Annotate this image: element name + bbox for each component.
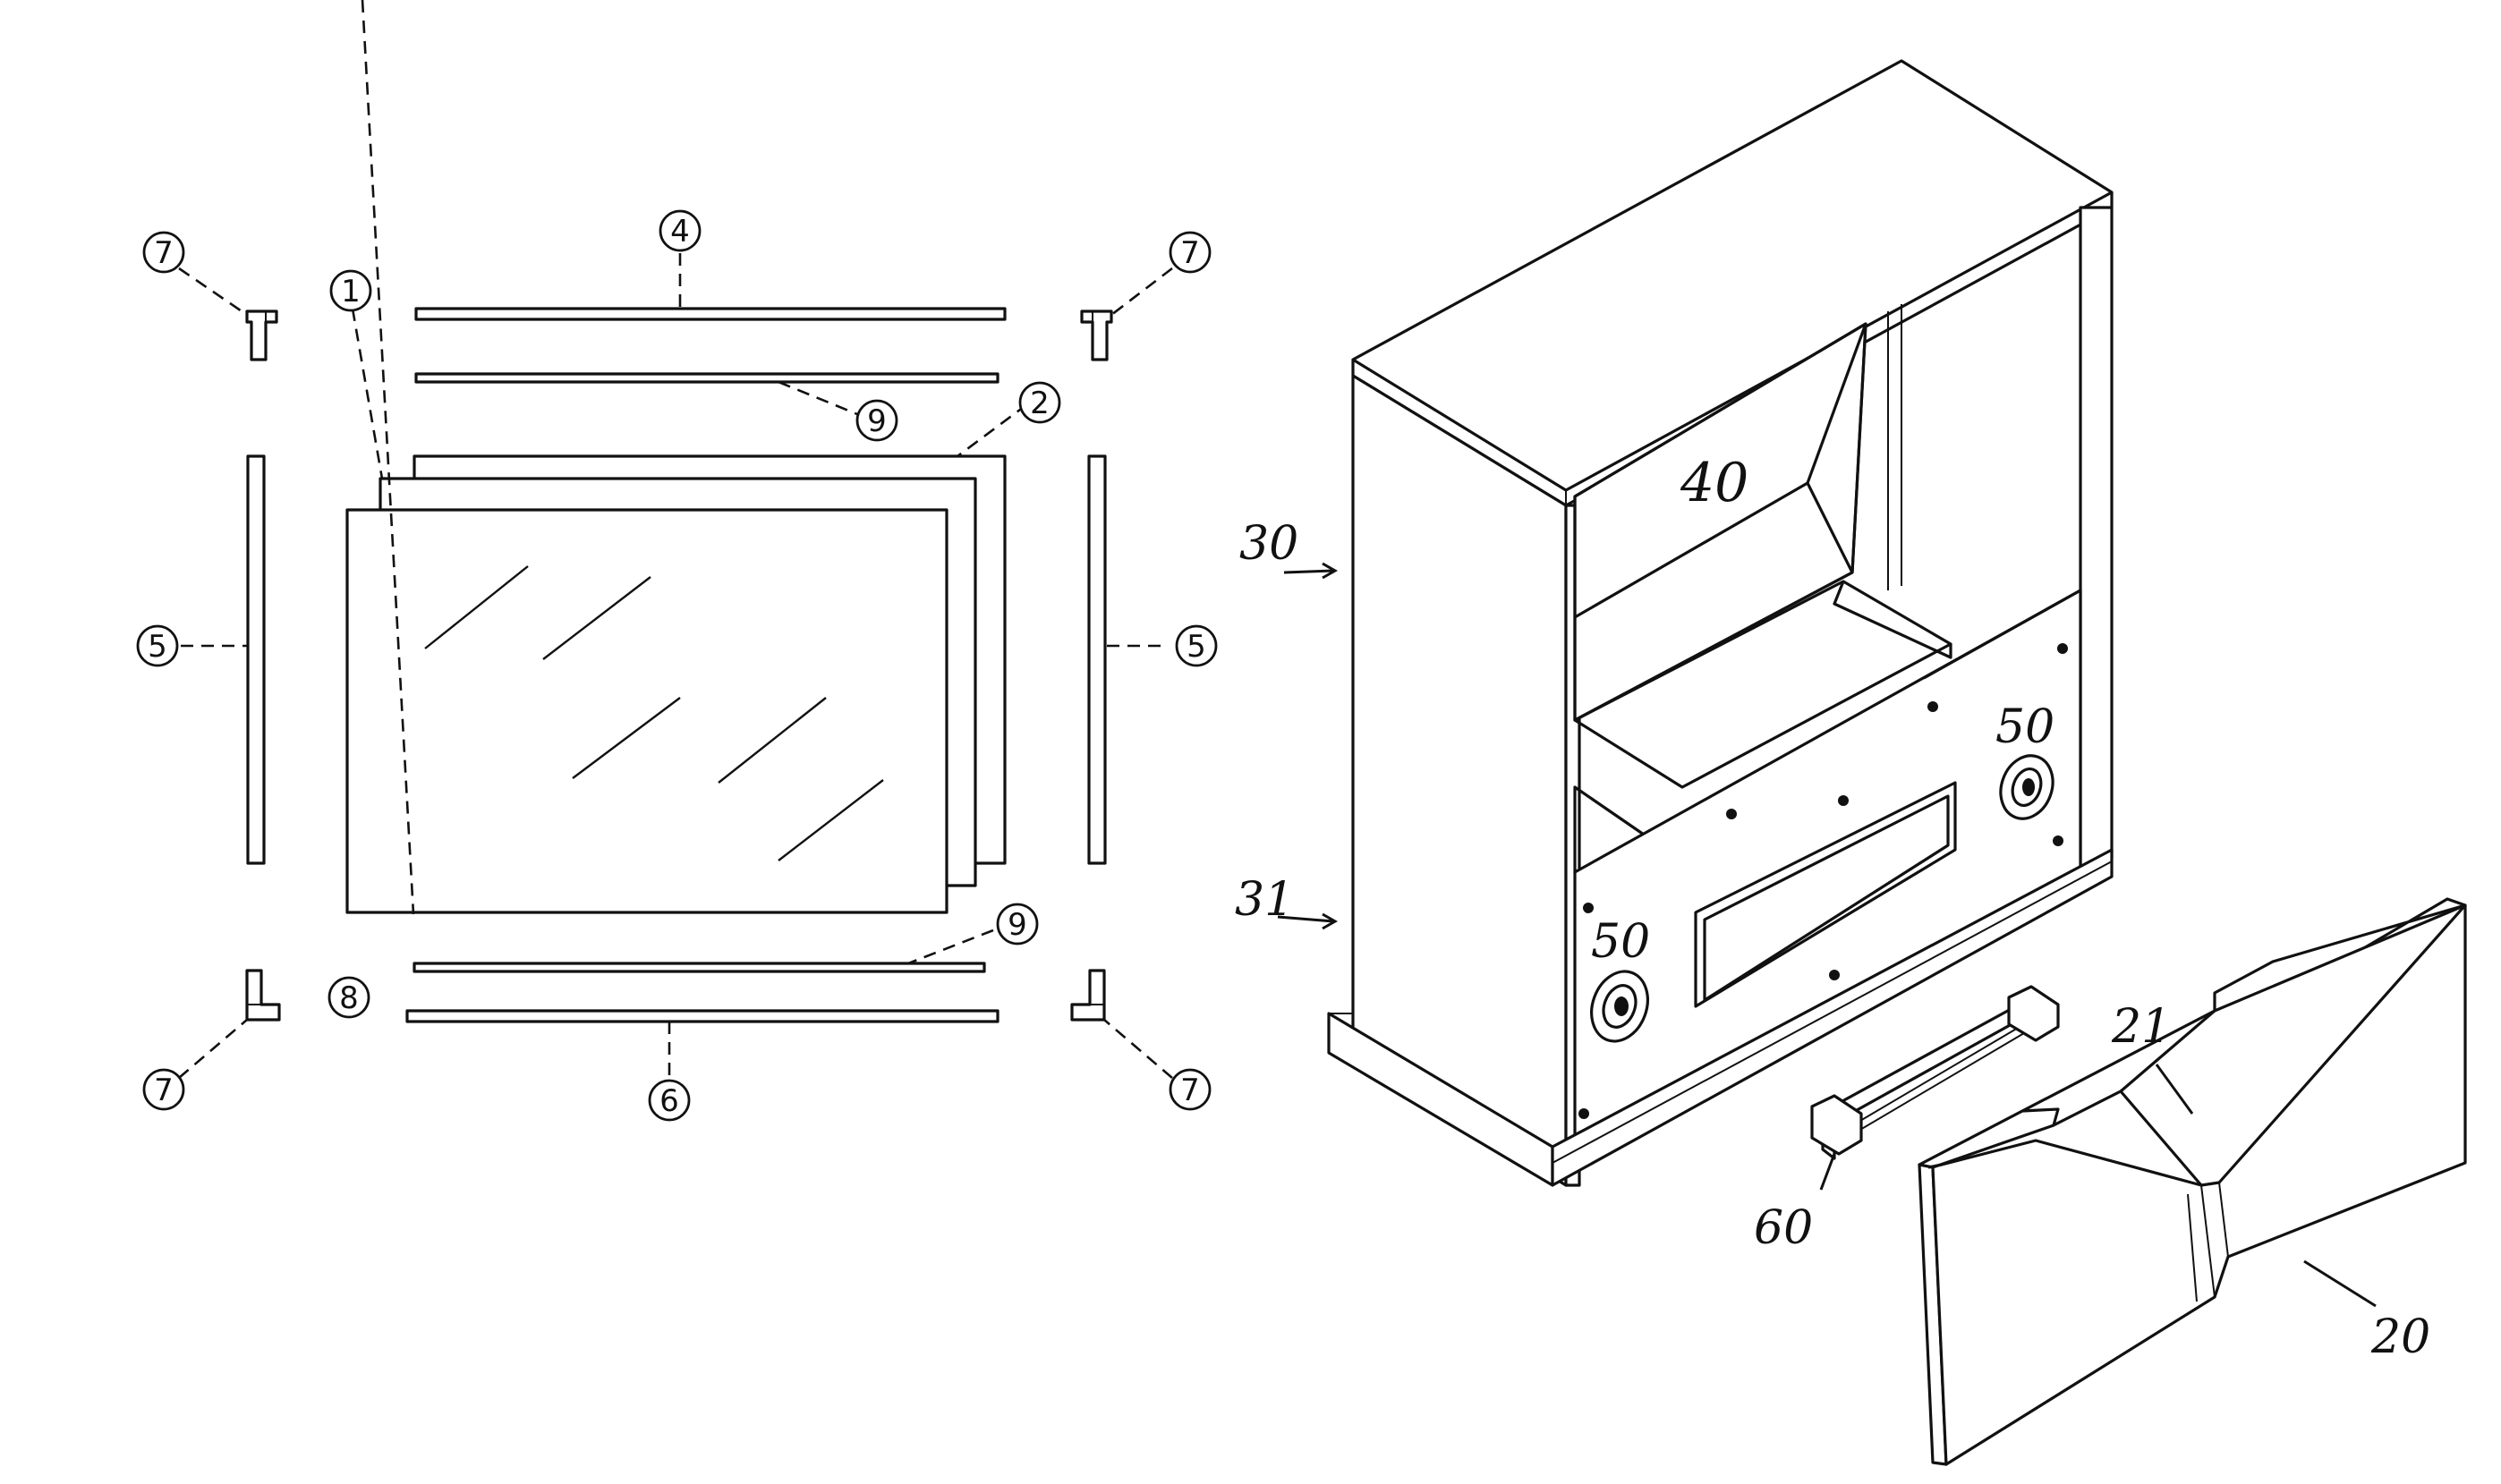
- callout-4: 4: [659, 209, 702, 252]
- callout-9-text: 9: [867, 403, 887, 439]
- callout-9-text: 9: [1008, 907, 1027, 943]
- right-rail-5: [1087, 454, 1107, 865]
- cabinet-housing: [1327, 59, 2114, 1187]
- top-rail-4: [414, 307, 1007, 321]
- corner-bracket-top-right: [1080, 310, 1113, 361]
- screw-holes: [1578, 643, 2068, 1119]
- screen-assembly: 7 7 7 7 1 4 9 2: [136, 0, 1218, 1122]
- corner-bracket-top-left: [245, 310, 278, 361]
- bottom-gasket-9: [413, 962, 986, 973]
- label-21: 21: [2111, 1000, 2171, 1054]
- callout-1: 1: [329, 269, 372, 312]
- stand-20: [1918, 897, 2467, 1466]
- handwritten-labels: 30 31 40 50 50 21 20 60: [1235, 452, 2430, 1364]
- label-30: 30: [1239, 517, 1298, 571]
- label-20: 20: [2370, 1310, 2430, 1364]
- callout-8: 8: [328, 976, 370, 1019]
- callout-6: 6: [648, 1079, 691, 1122]
- callout-7-bottom-left: 7: [142, 1068, 185, 1111]
- left-rail-5: [246, 454, 266, 865]
- callout-4-text: 4: [670, 214, 690, 250]
- callout-7-text: 7: [1180, 1073, 1200, 1108]
- bottom-rail-6: [405, 1009, 1000, 1023]
- label-50-right: 50: [1995, 700, 2054, 754]
- callout-5-right: 5: [1175, 624, 1218, 667]
- speaker-right: [1999, 754, 2054, 820]
- callout-5-text: 5: [1187, 629, 1206, 665]
- callout-6-text: 6: [659, 1083, 679, 1119]
- callout-2-text: 2: [1030, 386, 1050, 421]
- top-gasket-9: [414, 372, 1000, 384]
- callout-5-left: 5: [136, 624, 179, 667]
- callout-8-text: 8: [339, 980, 359, 1016]
- corner-bracket-bottom-left: [245, 969, 281, 1022]
- callout-9-top: 9: [855, 399, 898, 442]
- callout-7-bottom-right: 7: [1169, 1068, 1212, 1111]
- label-60: 60: [1754, 1201, 1813, 1255]
- leader-lines: [178, 0, 1173, 1079]
- front-opening: [1694, 781, 1957, 1008]
- corner-bracket-bottom-right: [1070, 969, 1106, 1022]
- speaker-left: [1590, 970, 1649, 1043]
- cabinet-right-upright: [2079, 206, 2114, 874]
- callout-7-text: 7: [1180, 235, 1200, 271]
- callout-9-bottom: 9: [996, 903, 1039, 946]
- callout-1-text: 1: [341, 274, 361, 310]
- callout-7-text: 7: [154, 235, 174, 271]
- label-40: 40: [1680, 452, 1748, 514]
- label-50-left: 50: [1591, 915, 1650, 969]
- callout-7-top-left: 7: [142, 231, 185, 274]
- glass-panel-8: [345, 508, 949, 914]
- callout-5-text: 5: [148, 629, 167, 665]
- callout-2: 2: [1018, 381, 1061, 424]
- bracket-60: [1810, 985, 2060, 1160]
- glass-reflection-marks: [424, 565, 884, 861]
- callout-7-text: 7: [154, 1073, 174, 1108]
- callout-7-top-right: 7: [1169, 231, 1212, 274]
